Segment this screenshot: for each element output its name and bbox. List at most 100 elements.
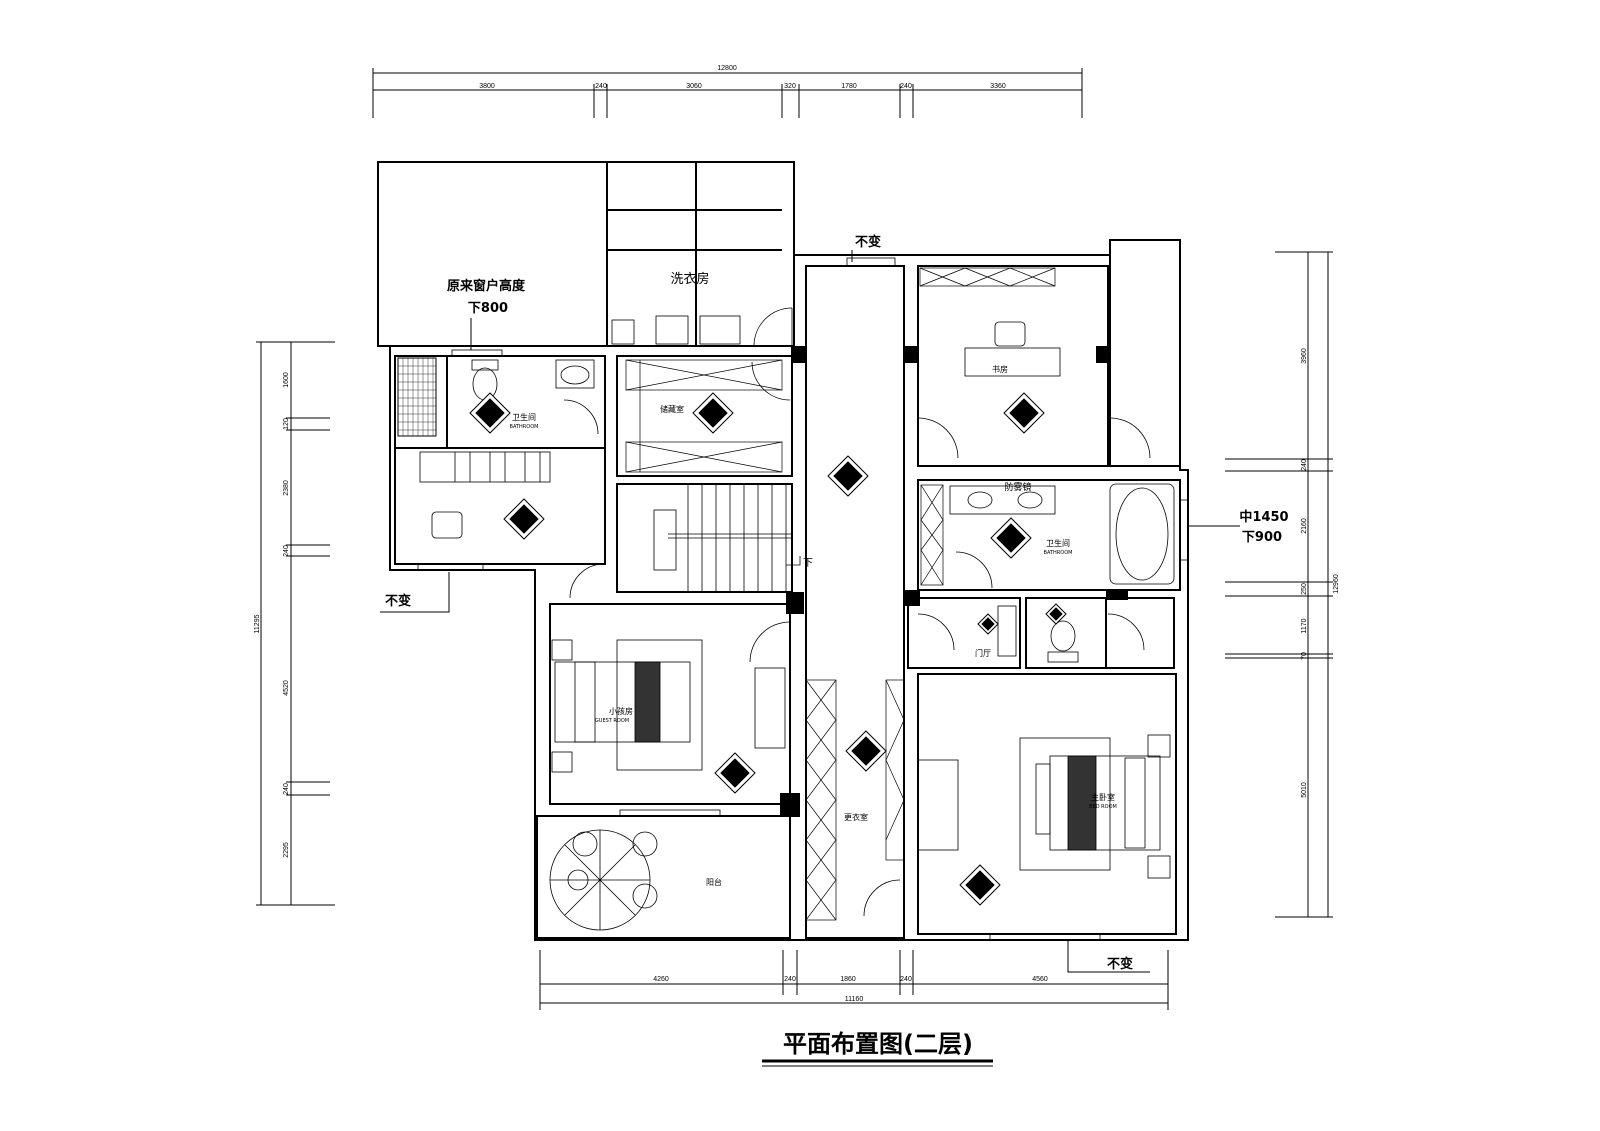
laundry-appliances: [611, 315, 741, 345]
closet-wardrobes: [805, 679, 905, 921]
note-window-mid: 中1450: [1239, 509, 1288, 525]
dim-right-4: 250: [1301, 583, 1308, 595]
tile-marker: 08: [977, 613, 999, 635]
right-dimension-text: 12960 3960 240 2160 250 1170 70 5010: [1301, 348, 1340, 798]
tile-marker: 19: [692, 392, 734, 434]
study-desk: [964, 321, 1061, 377]
dim-left-7: 2295: [283, 842, 290, 858]
shower-tray: [397, 357, 437, 437]
windows: [417, 257, 1189, 941]
left-dimension-text: 11295 1600 120 2380 240 4520 240 2295: [254, 372, 290, 858]
master-bed: [917, 734, 1171, 879]
dim-bottom-3: 1860: [840, 976, 856, 983]
annotations: 原来窗户高度 下800 不变 不变 不变 中1450 下900: [380, 234, 1289, 973]
tile-marker: 21: [959, 864, 1001, 906]
dim-left-4: 240: [283, 545, 290, 557]
toilet-left: [471, 359, 499, 401]
label-laundry: 洗衣房: [670, 271, 709, 287]
toilet-right: [1047, 620, 1079, 663]
note-window-low: 下900: [1242, 530, 1282, 545]
tile-marker: 07: [1045, 603, 1067, 625]
dim-left-1: 1600: [283, 372, 290, 388]
tile-code: 07: [1053, 612, 1059, 618]
bottom-dimension: [539, 950, 1169, 1010]
dim-top-2: 240: [595, 83, 607, 90]
dim-right-2: 240: [1301, 459, 1308, 471]
note-unchanged-top: 不变: [855, 234, 881, 250]
bottom-dimension-text: 4260 240 1860 240 4560 11160: [653, 976, 1048, 1003]
vanity-sinks: [949, 485, 1056, 515]
dim-top-5: 1780: [841, 83, 857, 90]
note-window-height: 原来窗户高度: [447, 278, 526, 294]
page-title: 平面布置图(二层): [783, 1030, 973, 1058]
tile-marker: 07: [469, 392, 511, 434]
label-bath-right-en: BATHROOM: [1044, 550, 1073, 556]
dim-bottom-4: 240: [900, 976, 912, 983]
dim-bottom-total: 11160: [845, 996, 864, 1003]
doors: [563, 307, 1151, 917]
label-kids-room: 小孩房: [609, 706, 633, 716]
room-labels: 洗衣房 储藏室 书房 卫生间 BATHROOM 防雾镜 卫生间 BATHROOM…: [510, 271, 1117, 887]
dim-right-6: 70: [1301, 652, 1308, 660]
label-closet: 更衣室: [844, 812, 868, 822]
dim-bottom-5: 4560: [1032, 976, 1048, 983]
label-kids-room-en: GUEST ROOM: [595, 718, 629, 724]
label-bath-left-en: BATHROOM: [510, 424, 539, 430]
dim-left-5: 4520: [283, 680, 290, 696]
dim-right-1: 3960: [1301, 348, 1308, 364]
tile-code: 20: [1008, 536, 1014, 542]
note-window-below: 下800: [468, 301, 508, 316]
dim-bottom-2: 240: [784, 976, 796, 983]
tile-markers: 07 08 19 22 21 20 07 08 19 22 21: [469, 392, 1067, 906]
bath-cabinet: [920, 484, 944, 586]
dim-top-1: 3800: [479, 83, 495, 90]
note-unchanged-bottom: 不变: [1107, 956, 1133, 972]
tile-marker: 21: [1003, 392, 1045, 434]
note-unchanged-left: 不变: [385, 593, 411, 609]
label-storage: 储藏室: [660, 404, 684, 414]
chair-left: [431, 511, 463, 539]
dim-top-total: 12800: [717, 65, 737, 72]
label-study: 书房: [992, 364, 1008, 374]
dim-right-5: 1170: [1301, 618, 1308, 633]
top-dimension: [372, 68, 1083, 118]
kids-bed: [551, 639, 786, 773]
dim-top-7: 3360: [990, 83, 1006, 90]
tile-code: 19: [732, 771, 738, 777]
patio-umbrella: [549, 829, 658, 931]
staircase: [653, 484, 801, 592]
storage-cabinets: [625, 359, 783, 473]
wardrobe-left: [419, 451, 551, 483]
dim-right-7: 5010: [1301, 782, 1308, 798]
dim-left-3: 2380: [283, 480, 290, 496]
tile-code: 08: [985, 622, 991, 628]
left-dimension: [256, 341, 335, 906]
right-dimension: [1225, 251, 1333, 918]
tile-code: 22: [845, 474, 851, 480]
dim-left-6: 240: [283, 783, 290, 795]
tile-marker: 22: [827, 455, 869, 497]
label-stair-down: 下: [803, 558, 813, 569]
label-bath-right: 卫生间: [1046, 538, 1070, 548]
tile-code: 21: [1021, 411, 1027, 417]
label-master: 主卧室: [1091, 792, 1115, 802]
study-cabinet: [919, 267, 1056, 287]
dim-right-total: 12960: [1333, 574, 1340, 594]
tile-code: 21: [977, 883, 983, 889]
label-antifog-mirror: 防雾镜: [1004, 481, 1031, 493]
dim-top-4: 320: [784, 83, 796, 90]
tile-marker: 22: [845, 730, 887, 772]
tile-code: 07: [487, 411, 493, 417]
dim-bottom-1: 4260: [653, 976, 669, 983]
top-dimension-text: 12800 3800 240 3060 320 1780 240 3360: [479, 65, 1006, 90]
tile-code: 08: [521, 517, 527, 523]
label-balcony: 阳台: [706, 877, 722, 887]
foyer-cabinet: [997, 605, 1017, 657]
label-foyer: 门厅: [975, 648, 991, 658]
tile-code: 22: [863, 749, 869, 755]
label-master-en: BED ROOM: [1089, 804, 1117, 810]
drawing-title: 平面布置图(二层): [762, 1030, 993, 1067]
tile-code: 19: [710, 411, 716, 417]
dim-left-total: 11295: [254, 614, 261, 633]
